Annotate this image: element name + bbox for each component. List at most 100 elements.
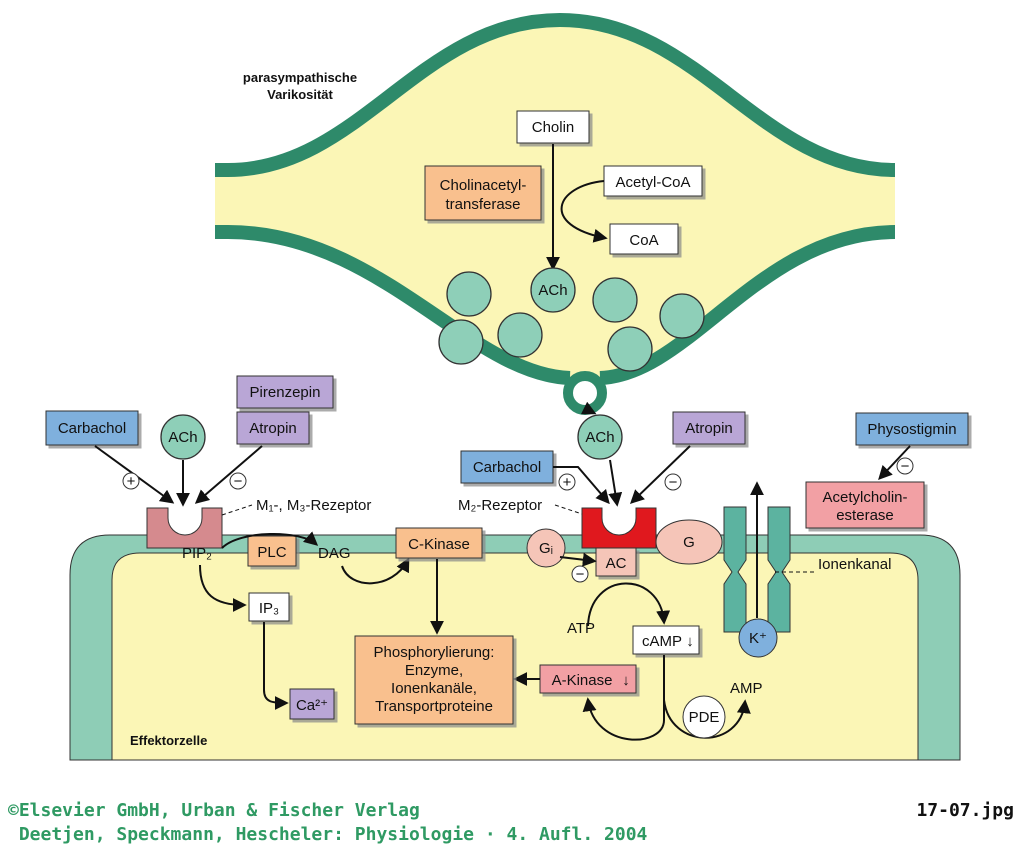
phosphorylierung-box [354,635,514,725]
gi-to-ac-arrow [559,552,597,567]
varicosity [215,12,896,415]
carbachol-right-arrow [553,466,610,505]
pip2-label: PIP₂ [182,545,212,562]
atropin-right-arrow [629,445,691,504]
vesicle [446,271,492,317]
gi-protein-label: Gᵢ [539,540,553,557]
vesicle [592,277,638,323]
phosphorylierung-line3: Ionenkanäle, [391,680,477,697]
plc-box [247,535,297,567]
plc-label: PLC [257,544,286,561]
amp-label: AMP [730,680,763,697]
atropin-left-box [236,411,310,445]
m2-leader-line [554,504,583,515]
k-ion-label: K⁺ [749,630,767,647]
cholinacetyltransferase-line1: Cholinacetyl- [440,177,527,194]
vesicles [438,267,705,372]
atropin-left-arrow [194,445,263,504]
ach-left-circle [160,414,206,460]
minus-right-sign: − [669,474,678,491]
release-pore [563,371,607,415]
ca-label: Ca²⁺ [296,697,328,714]
cholinacetyltransferase-box [424,165,542,221]
camp-down-arrow-icon: ↓ [686,633,694,650]
camp-to-akinase-arrow [582,655,665,741]
acetyl-coa-box [603,165,703,197]
carbachol-right-box [460,450,554,484]
vesicle [607,326,653,372]
acetyl-coa-to-coa-arrow [560,180,608,243]
plus-right-icon [558,473,576,491]
carbachol-left-label: Carbachol [58,420,126,437]
pde-label: PDE [689,709,720,726]
atp-to-camp-arrow [587,582,671,627]
pirenzepin-label: Pirenzepin [250,384,321,401]
m1-m3-receptor [146,507,223,549]
release-to-ach-arrow [580,401,597,415]
phosphorylierung-line1: Phosphorylierung: [374,644,495,661]
pirenzepin-box [236,375,334,409]
g-protein-ellipse [655,519,723,565]
pde-circle [682,695,726,739]
minus-right-icon [664,473,682,491]
vesicle [659,293,705,339]
varicosity-title-line2: Varikosität [267,87,333,102]
ion-channel-right [767,506,791,633]
ach-right-label: ACh [585,429,614,446]
acetylcholinesterase-line2: esterase [836,507,894,524]
minus-left-sign: − [234,473,243,490]
k-ion-circle [738,618,778,658]
cholinacetyltransferase-line2: transferase [445,196,520,213]
ac-label: AC [606,555,627,572]
acetylcholinesterase-box [805,481,925,529]
acetyl-coa-label: Acetyl-CoA [615,174,690,191]
phosphorylierung-line2: Enzyme, [405,662,463,679]
pip2-to-ip3-arrow [199,564,247,612]
plus-left-icon [122,472,140,490]
m2-receptor-label: M₂-Rezeptor [458,497,542,514]
plus-left-sign: + [127,473,136,490]
ach-left-label: ACh [168,429,197,446]
atropin-right-label: Atropin [685,420,733,437]
pip2-to-dag-arrow [221,531,319,549]
cholin-box [516,110,590,144]
coa-box [609,223,679,255]
effektorzelle-label: Effektorzelle [130,733,207,748]
camp-box [632,625,700,655]
a-kinase-label: A-Kinase [552,672,613,689]
minus-ac-icon [571,565,589,583]
a-kinase-down-arrow-icon: ↓ [622,672,630,689]
plus-right-sign: + [563,474,572,491]
vesicle [497,312,543,358]
physostigmin-label: Physostigmin [867,421,956,438]
carbachol-left-box [45,410,139,446]
ach-right-circle [577,414,623,460]
m2-receptor [581,507,657,549]
m1-m3-receptor-label: M₁-, M₃-Rezeptor [256,497,371,514]
ionenkanal-label: Ionenkanal [818,556,891,573]
footer-citation-line: Deetjen, Speckmann, Hescheler: Physiolog… [8,824,648,845]
atropin-left-label: Atropin [249,420,297,437]
vesicle [530,267,576,313]
carbachol-right-label: Carbachol [473,459,541,476]
ip3-box [248,592,290,622]
atp-label: ATP [567,620,595,637]
minus-physostigmin-icon [896,457,914,475]
minus-left-icon [229,472,247,490]
acetylcholinesterase-line1: Acetylcholin- [822,489,907,506]
vesicle-ach-label: ACh [538,282,567,299]
vesicle [438,319,484,365]
minus-ac-sign: − [576,566,585,583]
ach-right-arrow [608,459,623,507]
varicosity-title-line1: parasympathische [243,70,357,85]
footer-filename: 17-07.jpg [916,800,1014,821]
g-protein-label: G [683,534,695,551]
ip3-label: IP₃ [259,600,279,617]
physostigmin-arrow [878,445,911,481]
atropin-right-box [672,411,746,445]
camp-label: cAMP [642,633,682,650]
dag-to-ckinase-arrow [341,557,410,585]
a-kinase-box [539,664,637,694]
ca-box [289,688,335,720]
